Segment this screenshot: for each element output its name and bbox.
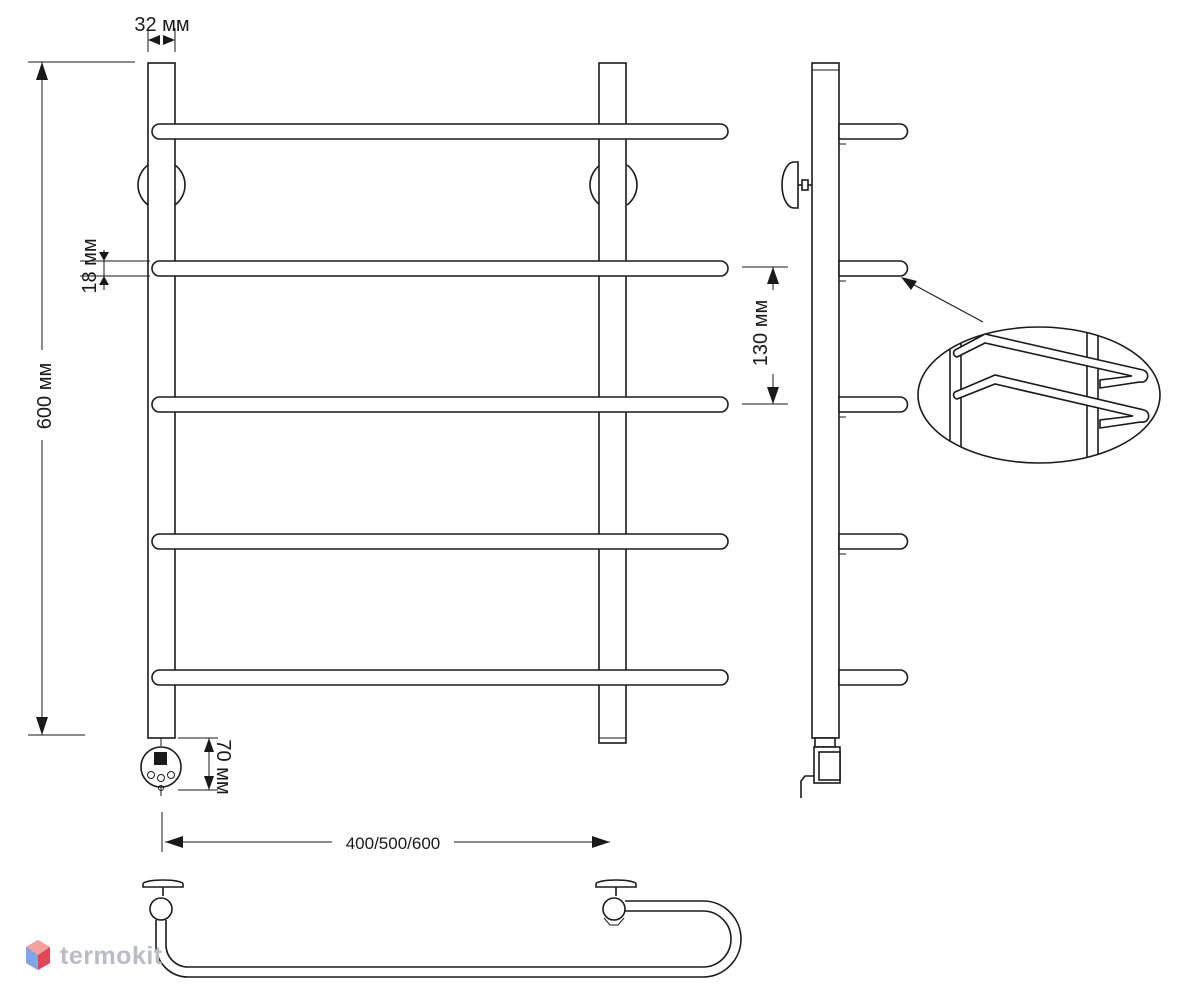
rung-3 [151, 396, 729, 413]
top-right-connector [602, 897, 626, 921]
rung-5 [151, 669, 729, 686]
brand-name: termokit [60, 941, 163, 970]
dimension-70: 70 мм [178, 737, 234, 795]
right-wall-bracket [589, 164, 601, 206]
top-right-flange [595, 879, 637, 888]
dimension-width: 400/500/600 [161, 812, 610, 854]
side-rung-2 [838, 260, 909, 277]
top-left-connector [149, 897, 173, 921]
top-view [142, 879, 742, 978]
dimension-18: 18 мм [79, 238, 150, 294]
front-view [137, 62, 729, 796]
dimension-32: 32 мм [134, 14, 190, 52]
hexagon-cube-logo-icon [26, 940, 50, 970]
dimension-130: 130 мм [742, 266, 788, 405]
rungs [151, 123, 729, 686]
side-rung-4 [838, 533, 909, 550]
dimension-600: 600 мм [28, 61, 135, 736]
heater-element [140, 738, 182, 796]
zoom-detail [901, 277, 1161, 464]
rung-4 [151, 533, 729, 550]
width-label: 400/500/600 [346, 834, 441, 853]
side-rung-5 [838, 669, 909, 686]
side-view [781, 62, 909, 798]
rung-2 [151, 260, 729, 277]
top-tube-inner [165, 910, 732, 968]
top-left-flange [142, 879, 184, 888]
left-wall-bracket [137, 164, 149, 206]
pipe-diameter-label: 32 мм [134, 14, 189, 36]
brand-watermark: termokit [24, 936, 163, 976]
height-label: 600 мм [34, 363, 56, 429]
side-post [811, 62, 840, 739]
heater-height-label: 70 мм [212, 739, 234, 794]
side-rung-3 [838, 396, 909, 413]
spacing-label: 130 мм [750, 300, 772, 366]
rung-diameter-label: 18 мм [79, 238, 101, 293]
top-tube-outer [155, 900, 742, 978]
side-rung-1 [838, 123, 909, 140]
side-wall-mount [781, 161, 812, 209]
side-heater [800, 737, 841, 798]
rung-1 [151, 123, 729, 140]
